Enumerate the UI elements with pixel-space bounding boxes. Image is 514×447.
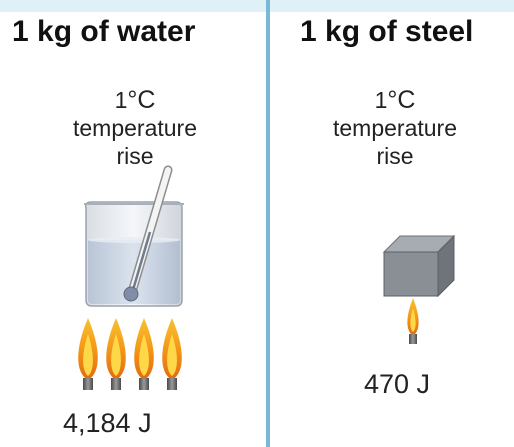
steel-temp-line-2: temperature xyxy=(332,115,457,141)
steel-energy-value: 470 J xyxy=(364,369,431,399)
steel-temp-line-3: rise xyxy=(376,143,414,169)
steel-temp-line-1: 1°C xyxy=(320,86,470,114)
flame-icon xyxy=(78,318,98,390)
top-band xyxy=(0,0,514,12)
water-temp-line-2: temperature xyxy=(72,115,197,141)
water-temp-line-3: rise xyxy=(116,143,154,169)
steel-temp-value: 1 xyxy=(374,87,388,113)
flame-icon xyxy=(407,298,419,344)
beaker-icon xyxy=(84,201,184,307)
water-temp-unit: °C xyxy=(127,86,156,114)
water-temp-value: 1 xyxy=(114,87,128,113)
water-energy-value: 4,184 J xyxy=(63,408,152,438)
water-heading: 1 kg of water xyxy=(12,15,196,48)
steel-cube-icon xyxy=(382,234,456,298)
steel-heading: 1 kg of steel xyxy=(300,15,474,48)
water-temp-line-1: 1°C xyxy=(30,86,240,114)
burner-flames xyxy=(78,318,182,390)
water-temperature-rise-label: 1°C temperature rise xyxy=(30,86,240,170)
steel-panel: 1 kg of steel 1°C temperature rise xyxy=(270,0,514,447)
flame-icon xyxy=(134,318,154,390)
water-panel: 1 kg of water 1°C temperature rise xyxy=(12,15,240,438)
panel-divider xyxy=(266,0,270,447)
water-illustration xyxy=(78,165,184,390)
steel-temp-unit: °C xyxy=(387,86,416,114)
flame-icon xyxy=(162,318,182,390)
steel-temperature-rise-label: 1°C temperature rise xyxy=(320,86,470,170)
flame-icon xyxy=(106,318,126,390)
steel-illustration xyxy=(382,234,456,344)
thermometer-icon xyxy=(123,165,173,302)
